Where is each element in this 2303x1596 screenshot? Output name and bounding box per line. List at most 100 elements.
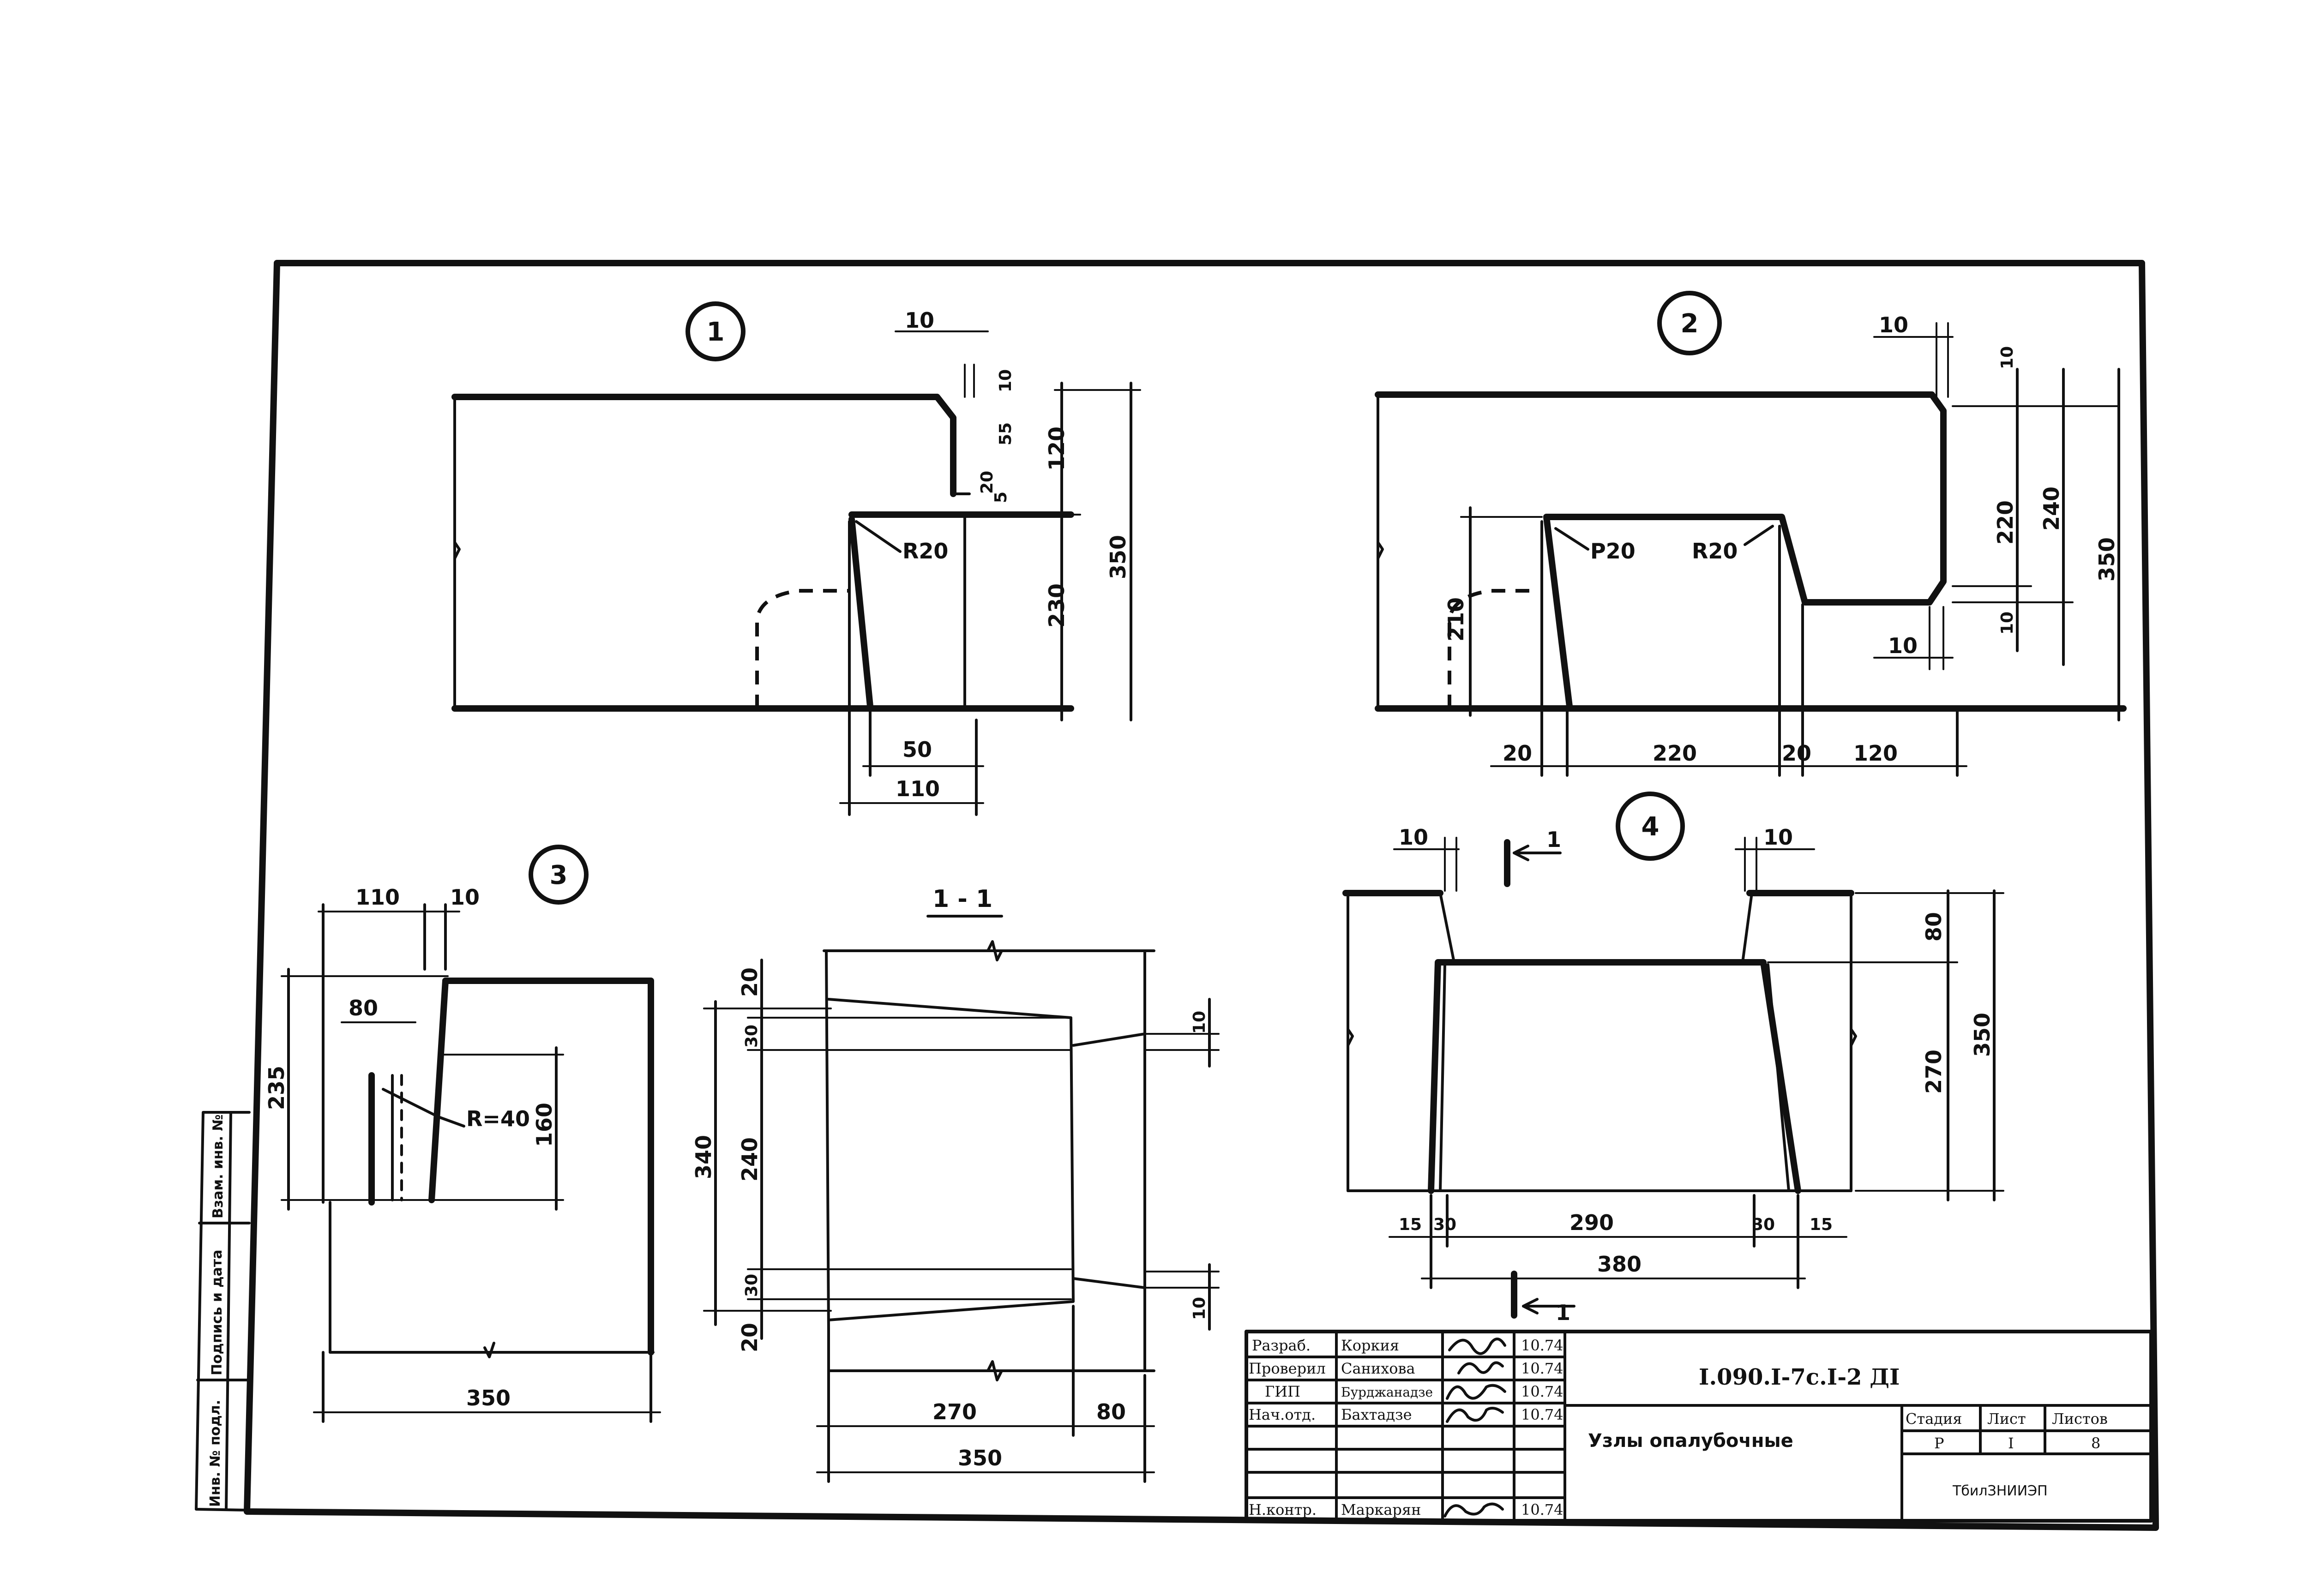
node-1-dim-55: 55: [996, 422, 1015, 445]
node-4-dim-80: 80: [1921, 912, 1946, 942]
node-2-dim-10-c: 10: [1998, 612, 2017, 635]
node-2-marker: [1657, 291, 1722, 355]
tb-name-1: Коркия: [1341, 1337, 1399, 1354]
tb-role-5: Н.контр.: [1249, 1501, 1317, 1518]
node-4-dim-350: 350: [1970, 1013, 1995, 1057]
node-4-dim-30-right: 30: [1752, 1215, 1775, 1234]
node-3-dim-80: 80: [349, 996, 378, 1020]
section-dim-270: 270: [932, 1399, 977, 1424]
signature-2: [1457, 1361, 1504, 1374]
node-1-marker: [685, 301, 746, 361]
node-3-dim-350: 350: [466, 1386, 511, 1410]
node-2-dim-120: 120: [1853, 741, 1898, 766]
node-2-dim-220h: 220: [1653, 741, 1697, 766]
node-1-dim-10-top: 10: [905, 308, 934, 333]
tb-name-4: Бахтадзе: [1341, 1406, 1412, 1423]
section-dim-10-bot: 10: [1190, 1297, 1209, 1320]
node-2-radius-right: R20: [1692, 539, 1738, 564]
node-1-dim-120: 120: [1044, 426, 1069, 471]
tb-role-2: Проверил: [1249, 1360, 1326, 1377]
node-1: 1 R20 120 230 350 10 55 20 5 10: [451, 301, 1141, 816]
node-4-dim-380: 380: [1597, 1252, 1642, 1277]
node-3-number: 3: [550, 860, 568, 890]
doc-code: I.090.I-7c.I-2 ДI: [1699, 1364, 1900, 1390]
sheets-value: 8: [2091, 1434, 2100, 1452]
node-2: 2 P20 R20 10 220 240 350 10 10 10: [1375, 291, 2127, 777]
section-label: 1 - 1: [932, 885, 992, 913]
section-dim-20-bot: 20: [737, 1323, 762, 1352]
node-1-dim-230: 230: [1044, 583, 1069, 628]
signature-3: [1446, 1384, 1506, 1400]
section-dim-240: 240: [737, 1137, 762, 1182]
sheets-header: Листов: [2052, 1410, 2108, 1428]
side-stamp: Взам. инв. № Подпись и дата Инв. № подл.: [195, 1111, 251, 1512]
node-2-dim-220v: 220: [1993, 500, 2018, 545]
node-1-dim-110: 110: [896, 776, 940, 801]
side-stamp-1: Взам. инв. №: [210, 1114, 226, 1218]
node-2-number: 2: [1681, 309, 1699, 339]
node-3-dim-160: 160: [532, 1103, 557, 1147]
tb-date-4: 10.74: [1521, 1406, 1563, 1423]
stage-header: Стадия: [1906, 1410, 1962, 1428]
organization: ТбилЗНИИЭП: [1952, 1483, 2048, 1499]
node-3-marker: [529, 845, 589, 905]
node-3-dim-235: 235: [264, 1066, 289, 1110]
section-mark-top: 1: [1546, 827, 1561, 852]
title-block: Разраб. Коркия 10.74 Проверил Санихова 1…: [1245, 1330, 2153, 1523]
sheet-value: I: [2008, 1434, 2014, 1452]
node-4-number: 4: [1642, 812, 1660, 842]
node-1-dim-350: 350: [1106, 535, 1130, 579]
node-2-dim-20-right: 20: [1782, 741, 1811, 766]
section-dim-30-bot: 30: [742, 1274, 761, 1297]
node-2-dim-10-d: 10: [1888, 633, 1918, 658]
section-1-1: 1 - 1 20 30 340 240 30 20 10 10: [691, 885, 1220, 1483]
signature-4: [1446, 1407, 1504, 1423]
signature-1: [1448, 1338, 1506, 1355]
tb-role-4: Нач.отд.: [1249, 1406, 1316, 1423]
node-4-marker: [1616, 792, 1685, 861]
tb-date-5: 10.74: [1521, 1501, 1563, 1518]
node-3: 3 R=40 110 10 80 235 160 350: [264, 845, 661, 1423]
tb-date-3: 10.74: [1521, 1383, 1563, 1400]
signature-5: [1443, 1502, 1504, 1518]
tb-name-3: Бурджанадзе: [1341, 1385, 1433, 1400]
node-4: 4 1 10 10 80 270 350: [1342, 792, 2004, 1325]
node-4-dim-15-right: 15: [1810, 1215, 1833, 1234]
sheet-header: Лист: [1987, 1410, 2026, 1428]
side-stamp-2: Подпись и дата: [209, 1250, 225, 1375]
tb-name-2: Санихова: [1341, 1360, 1415, 1377]
node-3-dim-10: 10: [450, 885, 480, 910]
tb-role-1: Разраб.: [1252, 1337, 1311, 1354]
node-4-dim-10-right: 10: [1763, 825, 1793, 850]
node-2-dim-20-left: 20: [1503, 741, 1532, 766]
node-2-radius-left: P20: [1590, 539, 1636, 564]
node-1-dim-10-right: 10: [996, 369, 1015, 392]
sheet-frame: [244, 260, 2159, 1531]
node-4-dim-15-left: 15: [1399, 1215, 1422, 1234]
section-dim-350: 350: [958, 1446, 1002, 1470]
node-4-dim-30-left: 30: [1433, 1215, 1456, 1234]
section-dim-30-top: 30: [742, 1025, 761, 1048]
tb-date-1: 10.74: [1521, 1337, 1563, 1354]
doc-title: Узлы опалубочные: [1588, 1430, 1793, 1452]
node-4-dim-10-left: 10: [1399, 825, 1428, 850]
node-4-dim-270: 270: [1921, 1050, 1946, 1094]
tb-date-2: 10.74: [1521, 1360, 1563, 1377]
node-3-dim-110: 110: [355, 885, 400, 910]
node-1-radius: R20: [902, 539, 948, 564]
side-stamp-3: Инв. № подл.: [207, 1400, 223, 1507]
node-2-dim-10-a: 10: [1998, 346, 2017, 369]
section-mark-bottom: 1: [1556, 1300, 1570, 1325]
node-2-dim-240: 240: [2039, 486, 2064, 531]
tb-name-5: Маркарян: [1341, 1501, 1421, 1518]
node-4-dim-290: 290: [1569, 1210, 1614, 1235]
tb-role-3: ГИП: [1265, 1383, 1300, 1400]
stage-value: Р: [1934, 1434, 1944, 1452]
section-dim-340: 340: [691, 1135, 716, 1179]
node-1-number: 1: [707, 317, 725, 347]
section-dim-10-top: 10: [1190, 1011, 1209, 1034]
node-2-dim-210: 210: [1443, 597, 1468, 642]
node-1-dim-5: 5: [992, 492, 1010, 503]
node-2-dim-350: 350: [2094, 537, 2119, 582]
